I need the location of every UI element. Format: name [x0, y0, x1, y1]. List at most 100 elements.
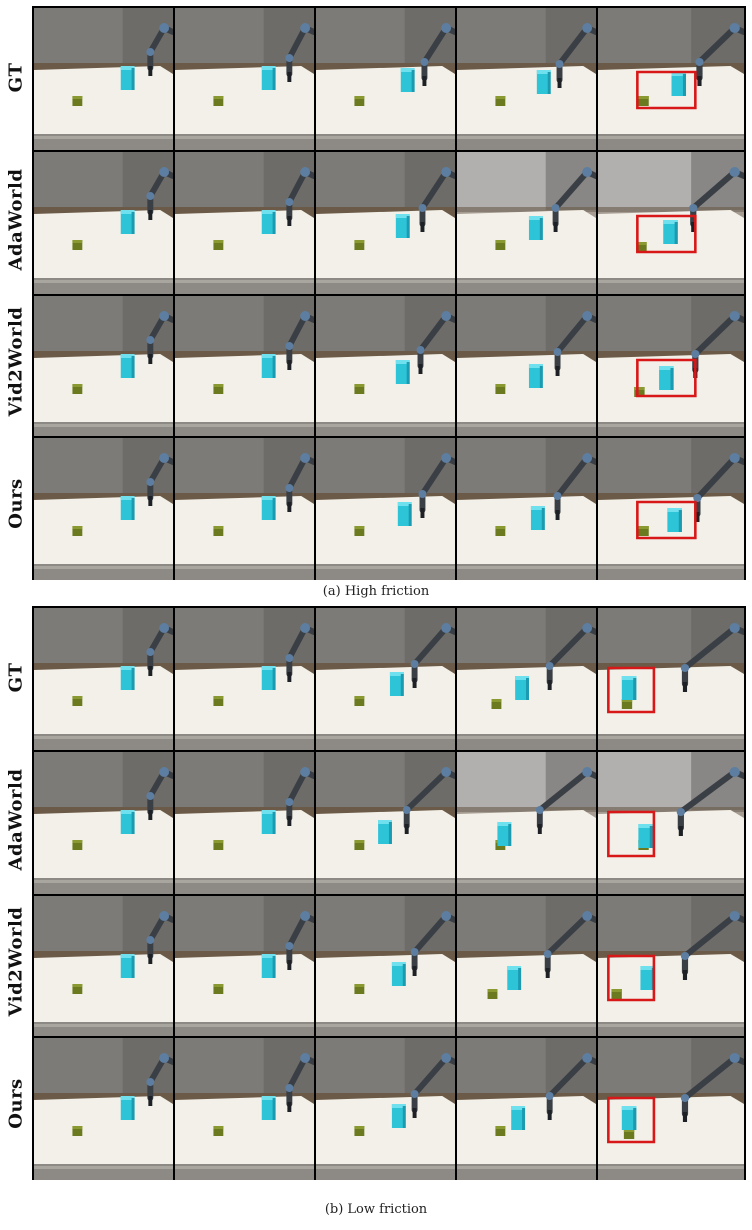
row-label-vid2world: Vid2World [5, 306, 27, 416]
scene-frame [457, 296, 598, 438]
scene-frame [316, 438, 457, 580]
scene-frame [598, 296, 744, 438]
scene-frame [316, 896, 457, 1038]
scene-frame [457, 438, 598, 580]
scene-frame [598, 608, 744, 750]
image-grid-a [32, 6, 746, 580]
scene-image [457, 296, 596, 438]
highlight-box [636, 214, 697, 254]
scene-frame [316, 608, 457, 750]
scene-image [598, 152, 744, 294]
scene-image [34, 752, 173, 894]
highlight-box [607, 1096, 656, 1144]
scene-image [175, 438, 314, 580]
scene-image [598, 296, 744, 438]
scene-frame [34, 896, 175, 1038]
scene-frame [175, 1038, 316, 1180]
scene-image [34, 896, 173, 1038]
scene-frame [34, 608, 175, 750]
scene-image [34, 296, 173, 438]
scene-frame [34, 8, 175, 150]
scene-frame [457, 1038, 598, 1180]
scene-frame [457, 608, 598, 750]
highlight-box [636, 500, 697, 540]
scene-frame [457, 152, 598, 294]
scene-frame [175, 152, 316, 294]
scene-frame [175, 296, 316, 438]
row-label-vid2world: Vid2World [5, 906, 27, 1016]
scene-image [175, 296, 314, 438]
caption-a: (a) High friction [322, 584, 430, 599]
grid-row-vid2world [34, 296, 744, 438]
image-grid-b [32, 606, 746, 1180]
grid-row-ours [34, 438, 744, 580]
highlight-box [636, 358, 697, 398]
scene-image [457, 752, 596, 894]
scene-image [457, 438, 596, 580]
row-label-gt: GT [5, 62, 27, 92]
row-label-adaworld: AdaWorld [5, 768, 27, 870]
scene-image [34, 1038, 173, 1180]
scene-frame [175, 752, 316, 894]
scene-frame [457, 752, 598, 894]
highlight-box [607, 810, 656, 858]
scene-frame [598, 8, 744, 150]
scene-frame [457, 8, 598, 150]
grid-row-gt [34, 608, 744, 750]
scene-image [316, 1038, 455, 1180]
scene-image [316, 296, 455, 438]
row-label-adaworld: AdaWorld [5, 168, 27, 270]
scene-image [175, 752, 314, 894]
scene-frame [316, 752, 457, 894]
grid-row-gt [34, 8, 744, 150]
scene-image [316, 608, 455, 750]
scene-image [598, 896, 744, 1038]
scene-image [34, 608, 173, 750]
scene-image [457, 8, 596, 150]
row-label-gt: GT [5, 662, 27, 692]
scene-image [316, 896, 455, 1038]
scene-frame [34, 296, 175, 438]
scene-image [316, 752, 455, 894]
scene-image [34, 438, 173, 580]
scene-image [457, 1038, 596, 1180]
grid-row-vid2world [34, 896, 744, 1038]
grid-row-adaworld [34, 752, 744, 894]
scene-frame [316, 296, 457, 438]
scene-frame [175, 608, 316, 750]
scene-frame [34, 752, 175, 894]
scene-image [598, 752, 744, 894]
scene-image [457, 608, 596, 750]
scene-image [175, 896, 314, 1038]
scene-frame [598, 1038, 744, 1180]
scene-image [316, 8, 455, 150]
scene-image [316, 438, 455, 580]
row-label-ours: Ours [5, 477, 27, 529]
scene-frame [175, 896, 316, 1038]
scene-image [175, 1038, 314, 1180]
caption-b: (b) Low friction [324, 1202, 428, 1217]
highlight-box [607, 666, 656, 714]
grid-row-ours [34, 1038, 744, 1180]
scene-image [175, 8, 314, 150]
row-label-ours: Ours [5, 1077, 27, 1129]
scene-image [175, 608, 314, 750]
scene-frame [316, 8, 457, 150]
scene-image [175, 152, 314, 294]
scene-image [316, 152, 455, 294]
scene-frame [457, 896, 598, 1038]
scene-image [457, 896, 596, 1038]
grid-row-adaworld [34, 152, 744, 294]
scene-image [598, 438, 744, 580]
scene-image [598, 8, 744, 150]
highlight-box [636, 70, 697, 110]
scene-image [34, 8, 173, 150]
scene-frame [316, 1038, 457, 1180]
scene-frame [598, 752, 744, 894]
scene-frame [34, 1038, 175, 1180]
scene-frame [175, 8, 316, 150]
scene-frame [598, 896, 744, 1038]
scene-image [457, 152, 596, 294]
scene-image [598, 608, 744, 750]
scene-frame [175, 438, 316, 580]
